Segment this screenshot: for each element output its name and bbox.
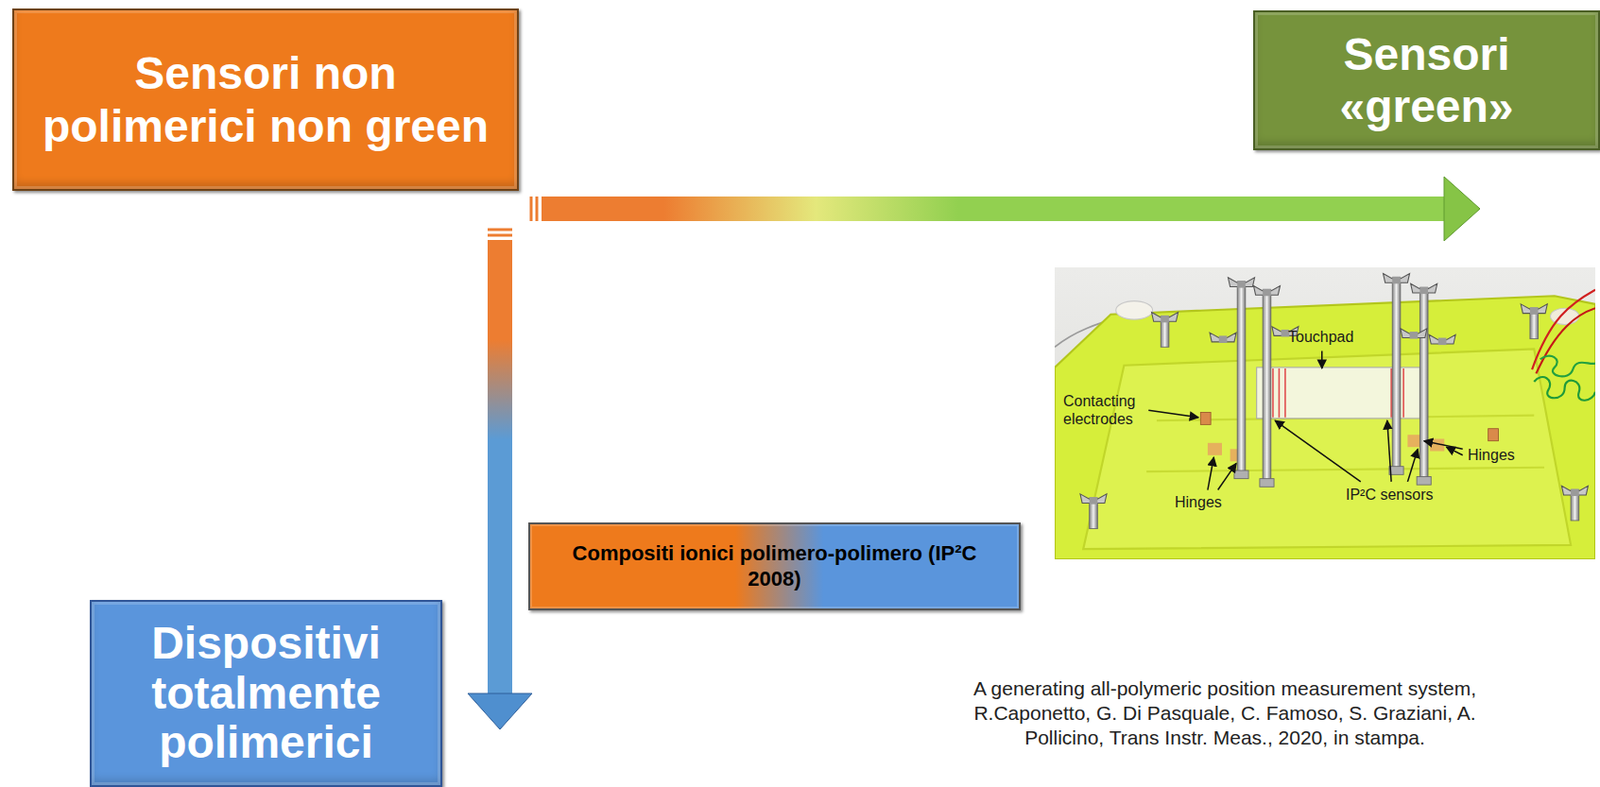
illustration-part [1080, 494, 1107, 505]
arrow-start-mark [487, 228, 513, 232]
axis-arrow [531, 176, 1480, 241]
photo-label: Contacting electrodes [1063, 392, 1153, 429]
concept-box: Compositi ionici polimero-polimero (IP²C… [528, 522, 1021, 611]
photo-label: Hinges [1174, 494, 1222, 512]
leader-line [1207, 457, 1214, 491]
illustration-part [1416, 288, 1431, 486]
illustration-part [1209, 332, 1237, 344]
box-text: Compositi ionici polimero-polimero (IP²C… [567, 541, 981, 592]
arrow-shaft [487, 240, 513, 696]
illustration-part [1389, 277, 1404, 476]
arrow-head [467, 693, 533, 730]
sensor-stripe [1402, 368, 1405, 418]
leader-lines [1148, 351, 1463, 491]
illustration-part [1227, 277, 1255, 289]
arrow-shaft [541, 196, 1446, 222]
green-wire [1540, 356, 1596, 378]
illustration-part [1383, 273, 1411, 284]
photo-label: Touchpad [1288, 328, 1354, 346]
device-photo [1054, 267, 1596, 560]
illustration-part [1152, 312, 1179, 324]
photo-background [1054, 267, 1596, 560]
citation-note: A generating all-polymeric position meas… [936, 676, 1514, 751]
illustration-part [1520, 304, 1548, 315]
electrode-block [1488, 429, 1499, 442]
electrode-block [1200, 412, 1211, 425]
leader-line [1148, 410, 1199, 418]
concept-box: Sensori «green» [1253, 10, 1600, 151]
box-text: Sensori non polimerici non green [33, 47, 499, 152]
photo-label: IP²C sensors [1345, 486, 1433, 504]
sensor-stripe [1284, 368, 1287, 418]
base-recess [1083, 348, 1571, 550]
photo-label: Hinges [1467, 447, 1515, 465]
acrylic-base [1054, 295, 1596, 560]
arrow-start-mark [530, 196, 534, 222]
green-wire [1533, 377, 1596, 401]
illustration-part [1400, 328, 1428, 340]
box-text: Sensori «green» [1266, 28, 1587, 133]
photo-illustration [1054, 267, 1596, 560]
illustration-part [1253, 285, 1280, 296]
illustration-part [1410, 283, 1438, 294]
arrow-head [1444, 176, 1480, 241]
box-text: Dispositivi totalmente polimerici [103, 619, 430, 769]
sensor-stripe [1390, 368, 1393, 418]
concept-box: Dispositivi totalmente polimerici [89, 600, 443, 787]
leader-line [1407, 448, 1418, 482]
illustration-part [1259, 290, 1274, 488]
illustration-part [1561, 485, 1588, 497]
leader-line [1445, 447, 1463, 456]
illustration-part [1428, 334, 1456, 345]
arrow-start-mark [487, 234, 513, 238]
sensor-stripe [1272, 368, 1274, 418]
hinge-block [1207, 443, 1222, 456]
cable-clip [1116, 301, 1153, 320]
leader-line [1218, 463, 1237, 490]
leader-line [1274, 420, 1361, 482]
arrow-start-mark [535, 196, 539, 222]
leader-line [1424, 441, 1463, 450]
illustration-part [1234, 281, 1249, 480]
axis-arrow [467, 229, 533, 730]
sensor-stripe [1278, 368, 1281, 418]
concept-box: Sensori non polimerici non green [12, 8, 519, 191]
leader-line [1321, 351, 1324, 369]
leader-line [1387, 420, 1392, 482]
